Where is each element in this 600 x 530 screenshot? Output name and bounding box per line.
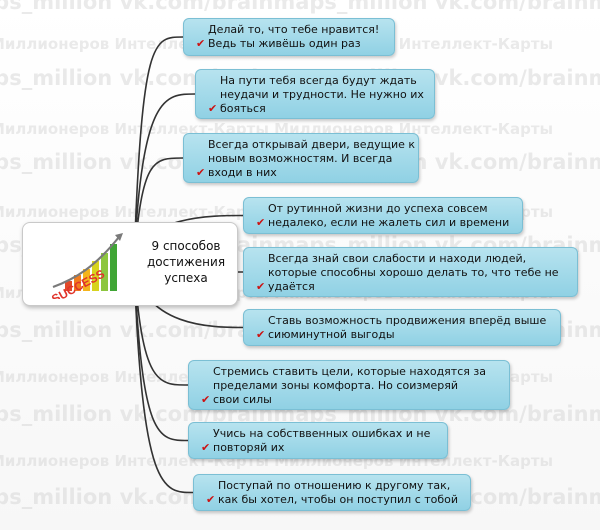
checkmark-icon: ✔ — [196, 37, 206, 50]
branch-text-line: ✔недалеко, если не жалеть сил и времени — [256, 216, 514, 230]
checkmark-icon: ✔ — [256, 280, 266, 293]
branch-text: как бы хотел, чтобы он поступил с тобой — [218, 493, 459, 506]
branch-text-line: Ставь возможность продвижения вперёд выш… — [256, 314, 552, 328]
checkmark-icon: ✔ — [206, 493, 216, 506]
success-chart-logo: SUCCESS — [49, 233, 123, 299]
branch-text-line: От рутинной жизни до успеха совсем — [256, 202, 514, 216]
branch-text: бояться — [220, 102, 266, 115]
branch-text: Всегда открывай двери, ведущие к — [208, 138, 416, 151]
branch-text-line: Делай то, что тебе нравится! — [196, 23, 386, 37]
branch-node-7[interactable]: Стремись ставить цели, которые находятся… — [188, 360, 510, 410]
branch-text-line: неудачи и трудности. Не нужно их — [208, 88, 426, 102]
branch-text: недалеко, если не жалеть сил и времени — [268, 216, 510, 229]
branch-text: которые способны хорошо делать то, что т… — [268, 266, 559, 279]
branch-text-line: ✔бояться — [208, 102, 426, 116]
connector-line-9 — [133, 261, 194, 494]
checkmark-icon: ✔ — [208, 102, 218, 115]
logo-lettering: SUCCESS — [49, 267, 107, 299]
branch-text-line: Всегда знай свои слабости и находи людей… — [256, 252, 569, 266]
checkmark-icon: ✔ — [196, 166, 206, 179]
branch-node-6[interactable]: Ставь возможность продвижения вперёд выш… — [243, 309, 561, 346]
branch-text-line: ✔повторяй их — [201, 441, 439, 455]
branch-text: Стремись ставить цели, которые находятся… — [213, 365, 486, 378]
branch-text: Поступай по отношению к другому так, — [218, 479, 451, 492]
branch-node-8[interactable]: Учись на собстввенных ошибках и не✔повто… — [188, 422, 448, 459]
branch-text-line: ✔как бы хотел, чтобы он поступил с тобой — [206, 493, 462, 507]
branch-text-line: Поступай по отношению к другому так, — [206, 479, 462, 493]
branch-node-9[interactable]: Поступай по отношению к другому так,✔как… — [193, 474, 471, 511]
checkmark-icon: ✔ — [201, 441, 211, 454]
branch-text-line: пределами зоны комфорта. Но соизмеряй — [201, 379, 501, 393]
branch-text: Всегда знай свои слабости и находи людей… — [268, 252, 527, 265]
branch-node-1[interactable]: Делай то, что тебе нравится!✔Ведь ты жив… — [183, 18, 395, 56]
branch-text: пределами зоны комфорта. Но соизмеряй — [213, 379, 459, 392]
branch-text: удаётся — [268, 280, 315, 293]
branch-text: Ставь возможность продвижения вперёд выш… — [268, 314, 547, 327]
branch-text: Ведь ты живёшь один раз — [208, 37, 361, 50]
connector-line-2 — [133, 93, 196, 263]
branch-text-line: ✔свои силы — [201, 393, 501, 407]
branch-node-5[interactable]: Всегда знай свои слабости и находи людей… — [243, 247, 578, 297]
branch-text-line: которые способны хорошо делать то, что т… — [256, 266, 569, 280]
checkmark-icon: ✔ — [256, 216, 266, 229]
branch-text: На пути тебя всегда будут ждать — [220, 74, 417, 87]
central-topic-title: 9 способов достижения успеха — [146, 239, 226, 285]
branch-text-line: ✔Ведь ты живёшь один раз — [196, 37, 386, 51]
branch-text: неудачи и трудности. Не нужно их — [220, 88, 424, 101]
branch-text-line: Стремись ставить цели, которые находятся… — [201, 365, 501, 379]
connector-line-1 — [133, 36, 184, 263]
branch-text-line: На пути тебя всегда будут ждать — [208, 74, 426, 88]
branch-text-line: новым возможностям. И всегда — [196, 152, 410, 166]
checkmark-icon: ✔ — [201, 393, 211, 406]
branch-text-line: ✔входи в них — [196, 166, 410, 180]
branch-text: Делай то, что тебе нравится! — [208, 23, 380, 36]
checkmark-icon: ✔ — [256, 328, 266, 341]
branch-text: входи в них — [208, 166, 277, 179]
branch-text: новым возможностям. И всегда — [208, 152, 393, 165]
central-topic[interactable]: SUCCESS 9 способов достижения успеха — [22, 222, 238, 306]
branch-text: От рутинной жизни до успеха совсем — [268, 202, 488, 215]
branch-text-line: ✔удаётся — [256, 280, 569, 294]
branch-text: повторяй их — [213, 441, 285, 454]
branch-text-line: Учись на собстввенных ошибках и не — [201, 427, 439, 441]
branch-node-4[interactable]: От рутинной жизни до успеха совсем✔недал… — [243, 197, 523, 234]
branch-text: сиюминутной выгоды — [268, 328, 395, 341]
branch-text-line: Всегда открывай двери, ведущие к — [196, 138, 415, 152]
branch-text: Учись на собстввенных ошибках и не — [213, 427, 431, 440]
branch-text: свои силы — [213, 393, 272, 406]
branch-text-line: ✔сиюминутной выгоды — [256, 328, 552, 342]
